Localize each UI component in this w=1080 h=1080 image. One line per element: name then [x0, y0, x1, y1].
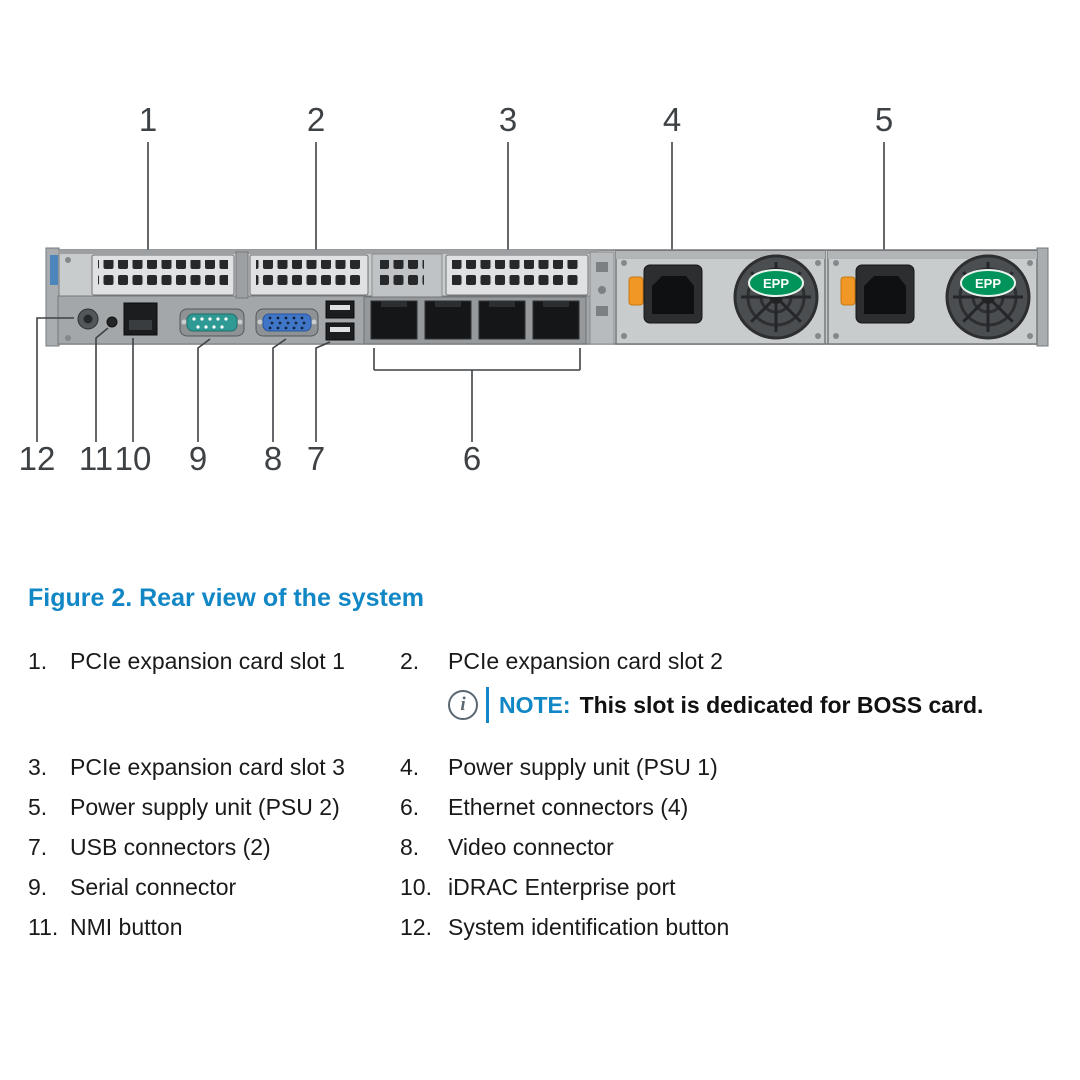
legend-item: 9. Serial connector	[28, 867, 400, 907]
callout-5: 5	[875, 101, 893, 138]
legend-item-number: 12.	[400, 914, 432, 940]
legend-item-number: 8.	[400, 834, 420, 860]
legend-item-number: 10.	[400, 874, 432, 900]
legend-item-label: Video connector	[448, 834, 614, 860]
legend-item-label: NMI button	[70, 914, 183, 940]
psu-1-epp-label: EPP	[763, 276, 789, 291]
slot-divider	[235, 251, 249, 299]
callout-4: 4	[663, 101, 681, 138]
legend-item-label: Serial connector	[70, 874, 237, 900]
psu-1-power-inlet	[643, 264, 703, 324]
info-icon: i	[448, 690, 478, 720]
psu-2-epp-badge: EPP	[960, 269, 1016, 297]
legend-item-label: PCIe expansion card slot 3	[70, 754, 345, 780]
legend-item-number: 1.	[28, 648, 48, 674]
psu-2-epp-label: EPP	[975, 276, 1001, 291]
legend-item-label: Ethernet connectors (4)	[448, 794, 689, 820]
pcie-slot-1-filler	[91, 254, 235, 296]
server-rear-diagram: EPP	[19, 101, 1049, 477]
legend-item: 11. NMI button	[28, 907, 400, 947]
legend-item: 12. System identification button	[400, 907, 1080, 947]
legend-item-label: System identification button	[448, 914, 730, 940]
legend-item-label: Power supply unit (PSU 1)	[448, 754, 718, 780]
video-connector	[255, 308, 319, 337]
serial-connector	[179, 308, 245, 337]
note-label: NOTE:	[499, 692, 571, 718]
ethernet-ports	[363, 296, 587, 345]
psu-2-release-latch	[840, 276, 856, 306]
legend-item: 7. USB connectors (2)	[28, 827, 400, 867]
legend-item-label: PCIe expansion card slot 2	[448, 648, 723, 674]
callout-1: 1	[139, 101, 157, 138]
riser-divider	[371, 253, 443, 299]
legend-item: 8. Video connector	[400, 827, 1080, 867]
legend-item-label: PCIe expansion card slot 1	[70, 648, 345, 674]
legend-item-number: 11.	[28, 914, 59, 940]
rear-view-figure: EPP	[0, 0, 1080, 520]
psu-1: EPP	[615, 250, 826, 345]
callout-6: 6	[463, 440, 481, 477]
legend-item-number: 3.	[28, 754, 48, 780]
legend-item-number: 2.	[400, 648, 420, 674]
callout-lines-bottom	[36, 317, 581, 442]
psu-1-release-latch	[628, 276, 644, 306]
callout-numbers: 1 2 3 4 5 12 11 10 9 8 7 6	[19, 101, 894, 477]
system-id-button	[77, 308, 99, 330]
legend: 1. PCIe expansion card slot 1 2. PCIe expa…	[28, 641, 1080, 947]
note-text: This slot is dedicated for BOSS card.	[579, 692, 984, 718]
note-divider	[486, 687, 489, 723]
callout-2: 2	[307, 101, 325, 138]
legend-item-label: Power supply unit (PSU 2)	[70, 794, 340, 820]
legend-item: 6. Ethernet connectors (4)	[400, 787, 1080, 827]
psu-1-epp-badge: EPP	[748, 269, 804, 297]
nmi-button	[106, 316, 118, 328]
legend-item-number: 6.	[400, 794, 420, 820]
legend-item-number: 4.	[400, 754, 420, 780]
legend-item: 2. PCIe expansion card slot 2	[400, 641, 1080, 681]
callout-11: 11	[79, 440, 113, 477]
legend-item-number: 7.	[28, 834, 48, 860]
callout-7: 7	[307, 440, 325, 477]
callout-10: 10	[115, 440, 152, 477]
legend-item: 5. Power supply unit (PSU 2)	[28, 787, 400, 827]
callout-12: 12	[19, 440, 56, 477]
idrac-port	[123, 302, 158, 336]
callout-9: 9	[189, 440, 207, 477]
legend-item: 10. iDRAC Enterprise port	[400, 867, 1080, 907]
legend-item-label: iDRAC Enterprise port	[448, 874, 676, 900]
callout-3: 3	[499, 101, 517, 138]
psu-2: EPP	[827, 250, 1038, 345]
psu-1-fan: EPP	[733, 254, 819, 340]
legend-item-number: 9.	[28, 874, 48, 900]
note: i NOTE: This slot is dedicated for BOSS …	[448, 687, 1080, 723]
psu-2-fan: EPP	[945, 254, 1031, 340]
left-latch	[50, 255, 58, 285]
legend-item-number: 5.	[28, 794, 48, 820]
usb-ports	[325, 300, 355, 341]
figure-caption: Figure 2. Rear view of the system	[28, 584, 424, 612]
rear-io-divider	[589, 251, 615, 345]
legend-item-label: USB connectors (2)	[70, 834, 271, 860]
legend-spacer	[28, 681, 400, 747]
psu-2-power-inlet	[855, 264, 915, 324]
legend-item: 1. PCIe expansion card slot 1	[28, 641, 400, 681]
pcie-slot-3-filler	[445, 254, 589, 296]
legend-item: 4. Power supply unit (PSU 1)	[400, 747, 1080, 787]
callout-8: 8	[264, 440, 282, 477]
pcie-slot-2-filler	[249, 254, 369, 296]
legend-item: 3. PCIe expansion card slot 3	[28, 747, 400, 787]
callout-lines-top	[147, 142, 885, 270]
